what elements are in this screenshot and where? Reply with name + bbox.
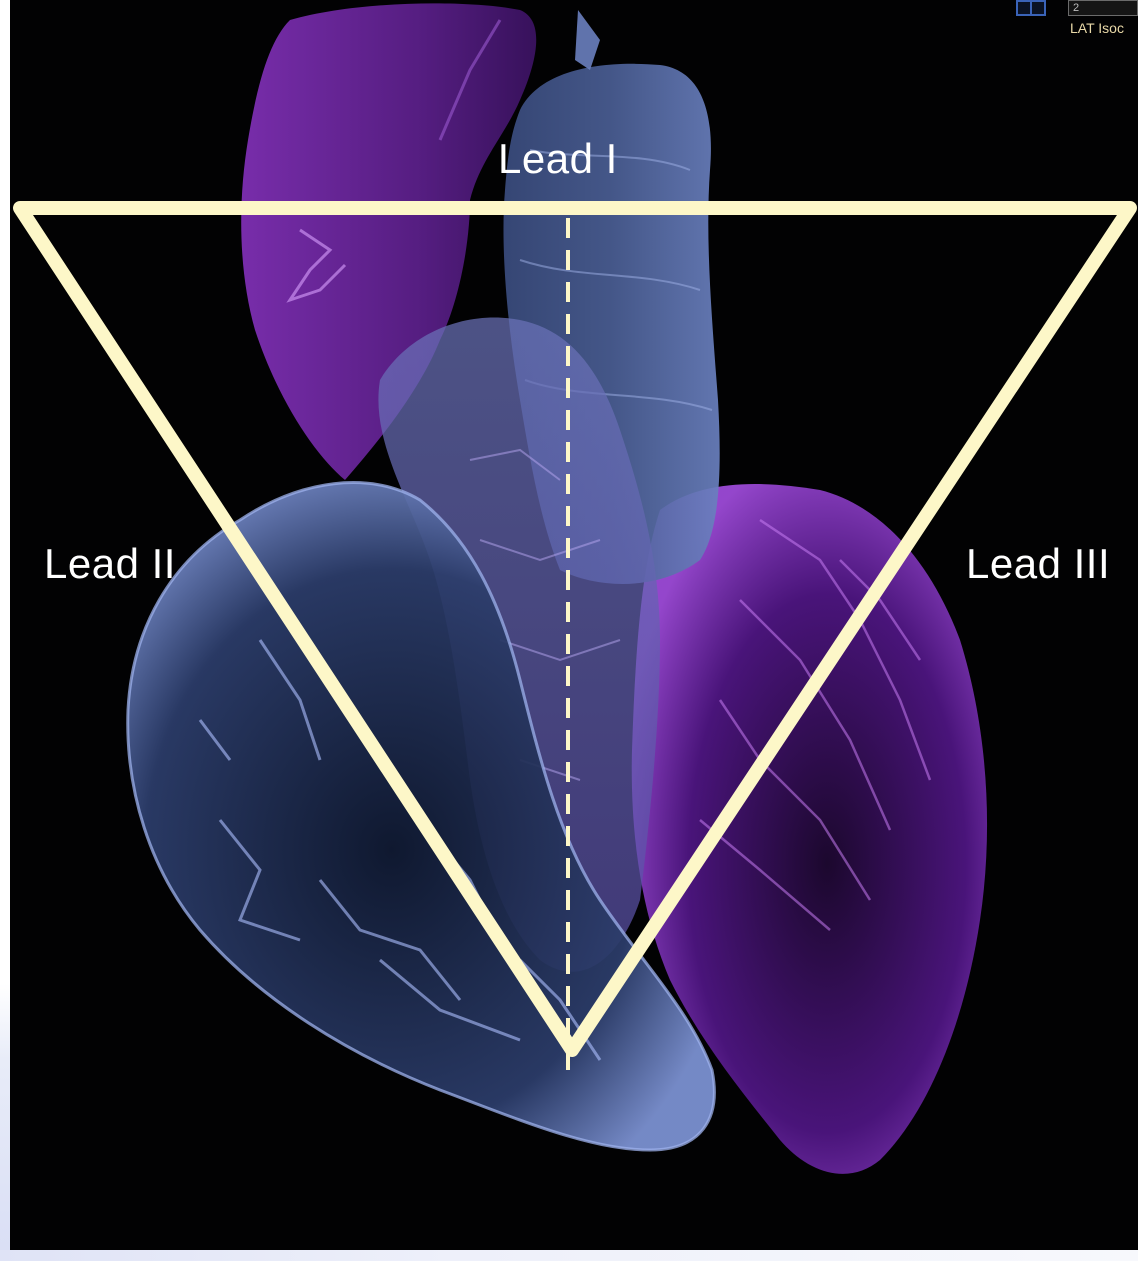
lead-ii-label: Lead II [44,543,176,585]
heart-diagram [10,0,1138,1250]
toolbar-caption: LAT Isoc [1070,21,1124,35]
left-edge-strip [0,0,10,1261]
toolbar-value-field[interactable]: 2 [1068,0,1138,16]
lead-iii-label: Lead III [966,543,1110,585]
lead-i-label: Lead I [498,138,618,180]
heart-viewport[interactable]: 2 LAT Isoc [10,0,1138,1250]
bottom-edge-strip [0,1250,1138,1261]
layout-icon[interactable] [1016,0,1046,16]
view-toolbar: 2 LAT Isoc [1016,0,1138,40]
svc-spike [575,10,600,70]
